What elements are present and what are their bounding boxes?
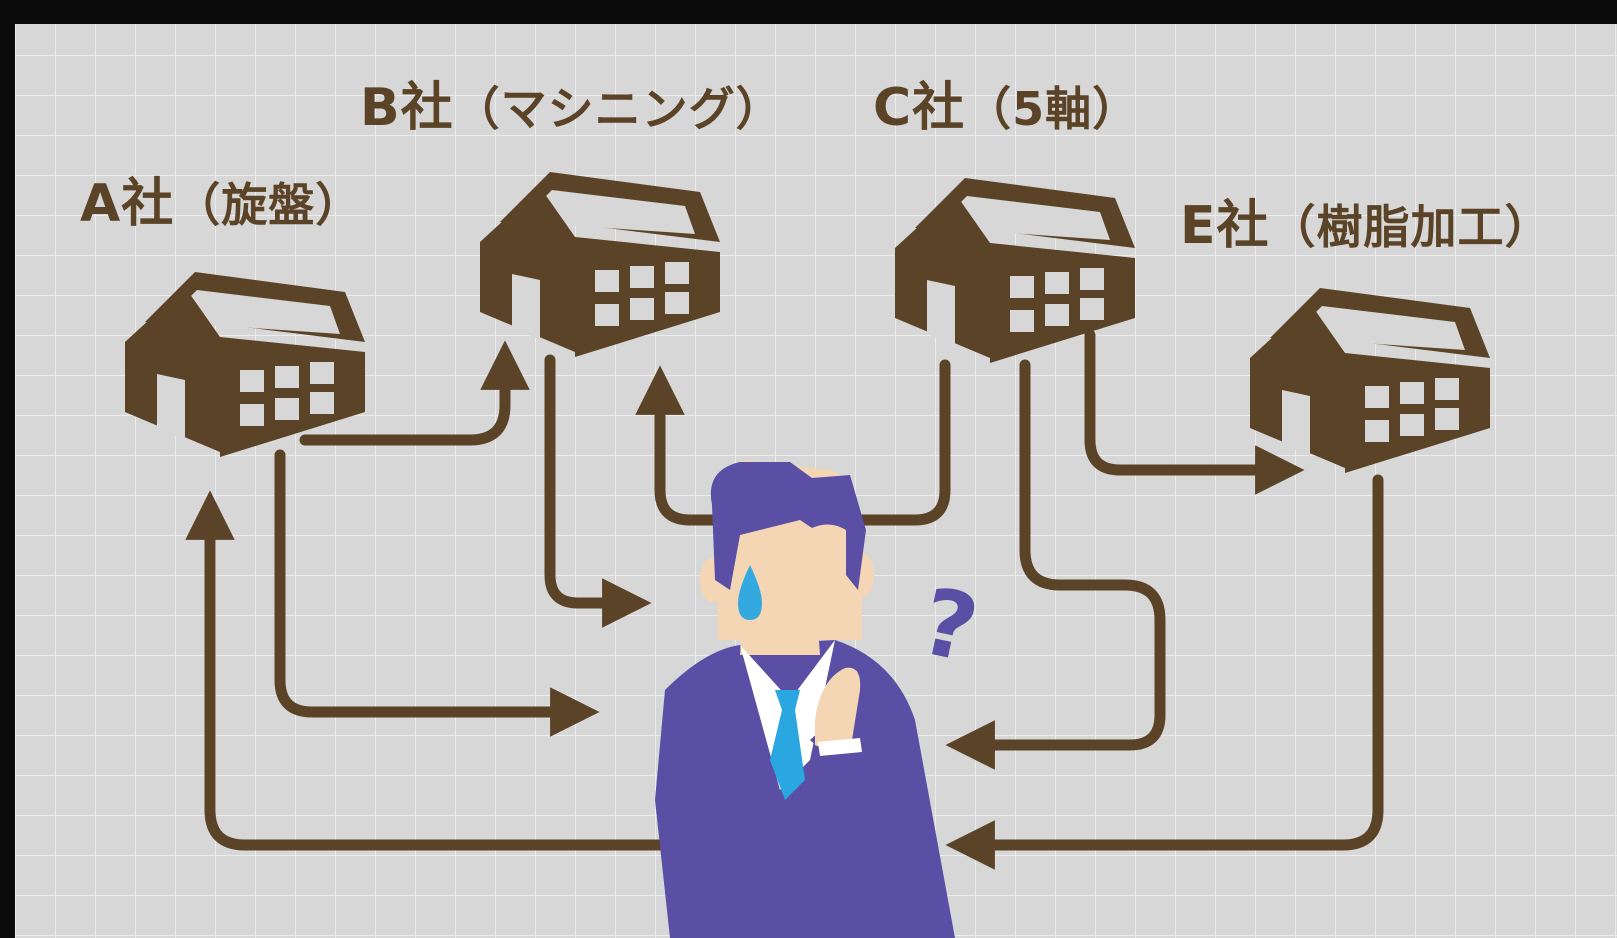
sweat-drop-icon <box>738 565 762 620</box>
company-a-name: A社 <box>80 174 175 234</box>
company-a-label: A社（旋盤） <box>80 178 362 230</box>
company-e-label: E社（樹脂加工） <box>1180 200 1552 252</box>
arrow-c-to-person <box>945 359 1166 770</box>
company-b-name: B社 <box>360 78 454 138</box>
company-b-specialty: （マシニング） <box>453 82 783 136</box>
company-e-name: E社 <box>1180 196 1270 256</box>
company-a-specialty: （旋盤） <box>174 178 363 232</box>
company-c-specialty: （5軸） <box>965 82 1140 136</box>
company-e-specialty: （樹脂加工） <box>1269 200 1552 254</box>
confused-businessman-figure <box>655 460 955 938</box>
arrow-c-to-e <box>1084 329 1305 495</box>
arrow-a-to-b <box>299 340 530 446</box>
arrow-b-to-person <box>544 354 652 628</box>
company-c-label: C社（5軸） <box>873 82 1139 134</box>
company-c-name: C社 <box>873 78 966 138</box>
company-b-label: B社（マシニング） <box>360 82 783 134</box>
arrow-a-to-person <box>274 449 600 737</box>
arrow-e-to-person <box>945 474 1384 870</box>
arrow-person-to-a <box>185 490 696 851</box>
